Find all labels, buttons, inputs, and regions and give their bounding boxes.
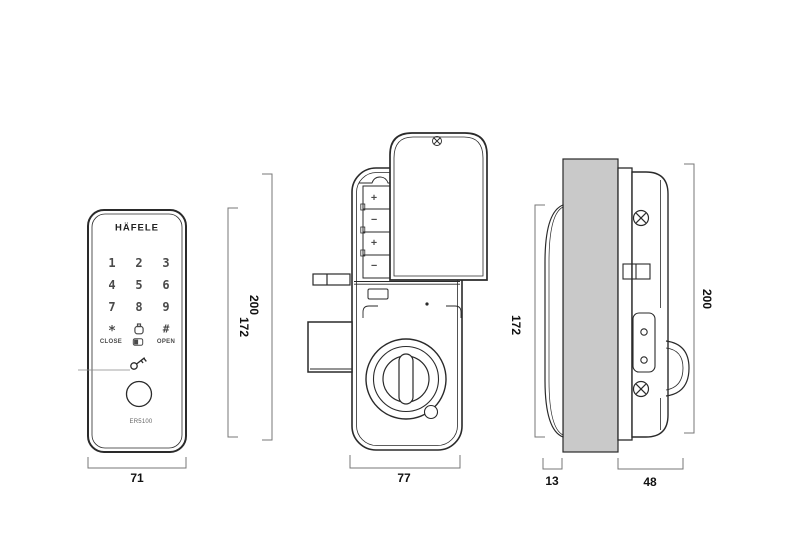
rear-unit-profile [617, 167, 690, 441]
keypad-key-3: 3 [162, 256, 170, 270]
battery-cover [389, 132, 488, 281]
battery-polarity-2: − [370, 214, 378, 226]
register-button [423, 404, 439, 420]
thumbturn-side-profile [665, 340, 690, 397]
model-label: ER5100 [129, 419, 153, 425]
screw-cross-icon [632, 380, 650, 398]
dim-rear-width-bracket [349, 455, 461, 469]
reset-window [367, 288, 389, 300]
dim-front-height-bracket [227, 207, 238, 438]
front-view [78, 209, 187, 453]
dim-rear-depth-bracket [617, 458, 684, 470]
screw-cross-icon [632, 209, 650, 227]
key-icon [130, 357, 147, 370]
latch-detail [622, 263, 651, 280]
dimension-brackets [87, 163, 695, 470]
dim-rear-unit-depth: 48 [643, 475, 657, 489]
side-view [544, 158, 690, 453]
keypad-key-8: 8 [135, 300, 143, 314]
dim-front-unit-depth: 13 [545, 474, 559, 488]
front-unit-profile [544, 204, 564, 438]
screw-icon [432, 136, 442, 146]
deadbolt-housing [307, 321, 353, 373]
keypad-key-9: 9 [162, 300, 170, 314]
door-panel [562, 158, 619, 453]
dim-side-rear-height-bracket [684, 163, 695, 434]
open-label: OPEN [156, 339, 176, 345]
keypad-key-5: 5 [135, 278, 143, 292]
keypad-key-2: 2 [135, 256, 143, 270]
battery-polarity-4: − [370, 260, 378, 272]
keypad-key-star: * [108, 324, 116, 339]
dim-front-height: 172 [237, 316, 251, 338]
rear-view [307, 132, 488, 451]
dim-rear-height: 200 [247, 294, 261, 316]
keypad-key-6: 6 [162, 278, 170, 292]
spindle-pin [312, 273, 351, 286]
bell-icon [134, 323, 145, 335]
dim-side-rear-height: 200 [700, 288, 714, 310]
dim-front-width-bracket [87, 457, 187, 469]
dim-rear-width: 77 [397, 471, 411, 485]
dim-side-front-height-bracket [534, 204, 545, 438]
dim-side-front-height: 172 [509, 314, 523, 336]
battery-polarity-3: + [370, 237, 378, 249]
dim-front-depth-bracket [542, 458, 563, 470]
brand-logo: HÄFELE [115, 222, 159, 234]
dim-rear-height-bracket [262, 173, 273, 441]
close-label: CLOSE [99, 339, 123, 345]
key-cover-circle [125, 380, 153, 408]
keypad-key-4: 4 [108, 278, 116, 292]
dim-front-width: 71 [130, 471, 144, 485]
keyhole-cover-icon [132, 338, 144, 346]
thumbturn-knob [365, 338, 447, 420]
keypad-key-7: 7 [108, 300, 116, 314]
battery-polarity-1: + [370, 192, 378, 204]
front-body [87, 209, 187, 453]
keypad-key-hash: # [162, 322, 170, 336]
keypad-key-1: 1 [108, 256, 116, 270]
strike-plate [632, 312, 656, 373]
